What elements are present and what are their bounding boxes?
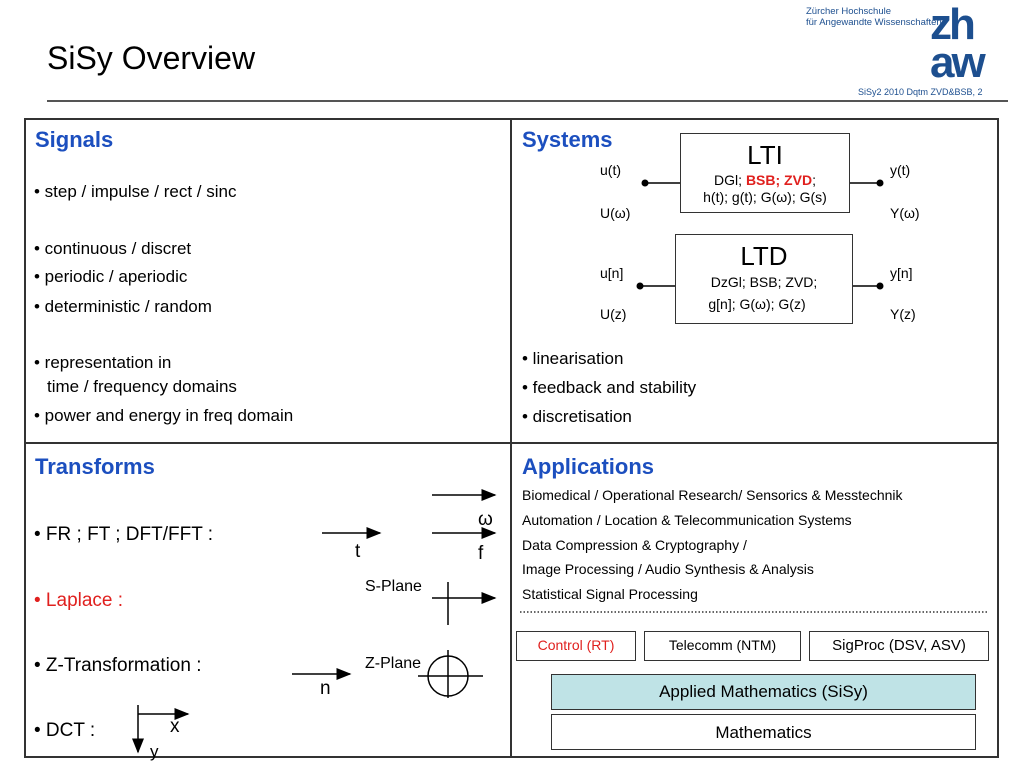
transforms-heading: Transforms (35, 454, 155, 479)
systems-item: • feedback and stability (522, 378, 697, 397)
control-rt-box: Control (RT) (516, 631, 636, 661)
time-axis-label: t (355, 541, 361, 562)
signals-item: time / frequency domains (47, 377, 237, 396)
lti-line-1b: ; (812, 172, 816, 188)
lti-output-freq: Y(ω) (890, 205, 920, 221)
systems-item: • discretisation (522, 407, 632, 426)
logo-line-2: für Angewandte Wissenschaften (806, 17, 942, 28)
lti-line-1a: DGl; (714, 172, 746, 188)
z-plane-label: Z-Plane (365, 655, 422, 672)
signals-item: • step / impulse / rect / sinc (34, 182, 237, 201)
lti-line-2: h(t); g(t); G(ω); G(s) (703, 189, 827, 205)
lti-line-1: DGl; BSB; ZVD; (681, 172, 849, 188)
grid-vertical-divider (510, 118, 512, 758)
lti-input-time: u(t) (600, 162, 621, 178)
signals-item: • deterministic / random (34, 297, 212, 316)
signals-item: • representation in (34, 353, 172, 372)
dct-y-label: y (150, 742, 159, 761)
ltd-line-1: DzGl; BSB; ZVD; (710, 274, 818, 290)
logo-aw: aw (930, 38, 986, 87)
signals-heading: Signals (35, 127, 114, 152)
lti-input-freq: U(ω) (600, 205, 631, 221)
transform-laplace: • Laplace : (34, 590, 124, 611)
transform-fr: • FR ; FT ; DFT/FFT : (34, 524, 214, 545)
slide-reference: SiSy2 2010 Dqtm ZVD&BSB, 2 (858, 87, 983, 97)
title-divider (47, 100, 1008, 102)
lti-block: LTI DGl; BSB; ZVD; h(t); g(t); G(ω); G(s… (680, 133, 850, 213)
logo-zh: zh (930, 0, 976, 49)
signals-item: • power and energy in freq domain (34, 406, 294, 425)
ltd-output-time: y[n] (890, 265, 913, 281)
telecomm-box: Telecomm (NTM) (644, 631, 801, 661)
systems-item: • linearisation (522, 349, 624, 368)
application-item: Biomedical / Operational Research/ Senso… (522, 487, 903, 503)
ltd-input-z: U(z) (600, 306, 627, 322)
ltd-label: LTD (740, 241, 788, 271)
ltd-input-time: u[n] (600, 265, 624, 281)
transform-z: • Z-Transformation : (34, 655, 202, 676)
signals-item: • continuous / discret (34, 239, 192, 258)
ltd-block: LTD DzGl; BSB; ZVD; g[n]; G(ω); G(z) (675, 234, 853, 324)
ltd-output-z: Y(z) (890, 306, 916, 322)
page-title: SiSy Overview (47, 40, 256, 76)
n-axis-label: n (320, 678, 331, 699)
logo-line-1: Zürcher Hochschule (806, 6, 892, 17)
transform-dct: • DCT : (34, 720, 96, 741)
systems-heading: Systems (522, 127, 613, 152)
logo-subtitle: Zürcher Hochschule für Angewandte Wissen… (806, 6, 942, 28)
lti-output-time: y(t) (890, 162, 911, 178)
signals-item: • periodic / aperiodic (34, 267, 188, 286)
application-item: Statistical Signal Processing (522, 586, 698, 602)
applied-mathematics-box: Applied Mathematics (SiSy) (551, 674, 976, 710)
lti-label: LTI (747, 140, 783, 170)
dct-x-label: x (170, 716, 180, 737)
ltd-line-2: g[n]; G(ω); G(z) (708, 296, 806, 312)
applications-heading: Applications (522, 454, 655, 479)
application-item: Image Processing / Audio Synthesis & Ana… (522, 561, 814, 577)
omega-axis-label: ω (478, 509, 493, 530)
sigproc-box: SigProc (DSV, ASV) (809, 631, 989, 661)
application-item: Automation / Location & Telecommunicatio… (522, 512, 852, 528)
application-item: Data Compression & Cryptography / (522, 537, 747, 553)
f-axis-label: f (478, 543, 484, 564)
grid-horizontal-divider (24, 442, 999, 444)
s-plane-label: S-Plane (365, 578, 422, 595)
mathematics-box: Mathematics (551, 714, 976, 750)
lti-line-1-red: BSB; ZVD (745, 172, 813, 188)
